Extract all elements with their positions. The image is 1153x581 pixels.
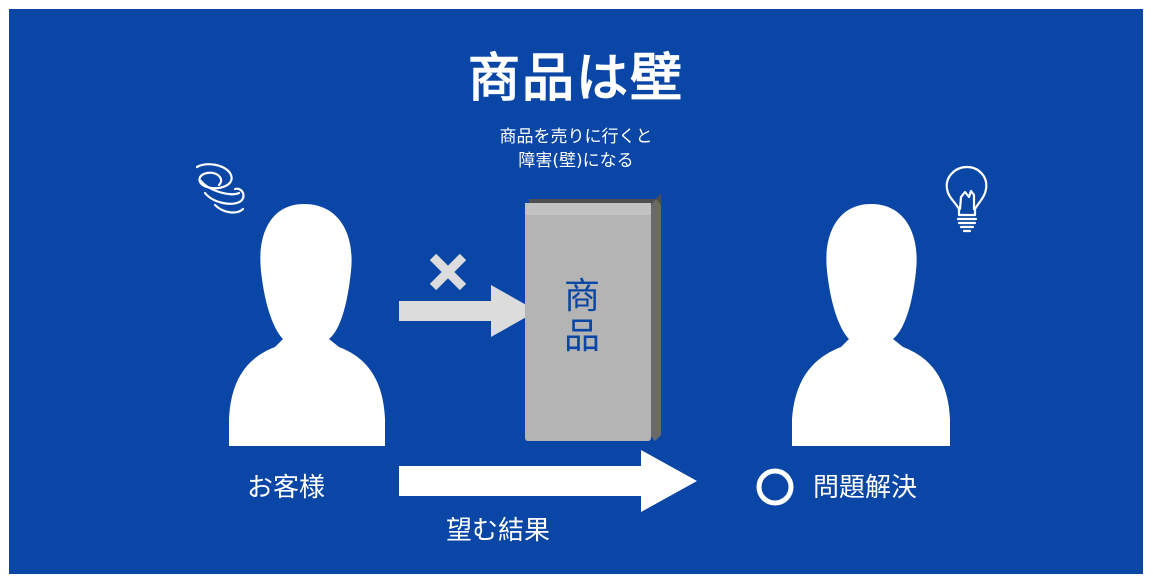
subtitle: 商品を売りに行くと 障害(壁)になる xyxy=(9,125,1143,173)
customer-silhouette xyxy=(229,204,385,446)
problem-solved-label: 問題解決 xyxy=(813,473,918,503)
slide: 商品は壁 商品を売りに行くと 障害(壁)になる xyxy=(9,9,1143,574)
diagram-graphics xyxy=(195,163,988,512)
confused-swirl-icon xyxy=(195,163,245,214)
subtitle-line-1: 商品を売りに行くと xyxy=(499,127,653,147)
circle-mark-icon xyxy=(756,468,794,506)
blocked-arrow xyxy=(399,285,537,337)
product-wall-label: 商品 xyxy=(563,276,600,357)
cross-mark-icon xyxy=(429,253,467,291)
lightbulb-icon xyxy=(945,165,988,233)
product-wall xyxy=(525,193,661,441)
slide-title: 商品は壁 xyxy=(467,49,684,109)
solved-person-silhouette xyxy=(792,204,950,446)
customer-label: お客様 xyxy=(247,473,326,503)
result-arrow xyxy=(399,450,697,512)
subtitle-line-2: 障害(壁)になる xyxy=(518,151,634,171)
desired-result-label: 望む結果 xyxy=(446,516,551,546)
